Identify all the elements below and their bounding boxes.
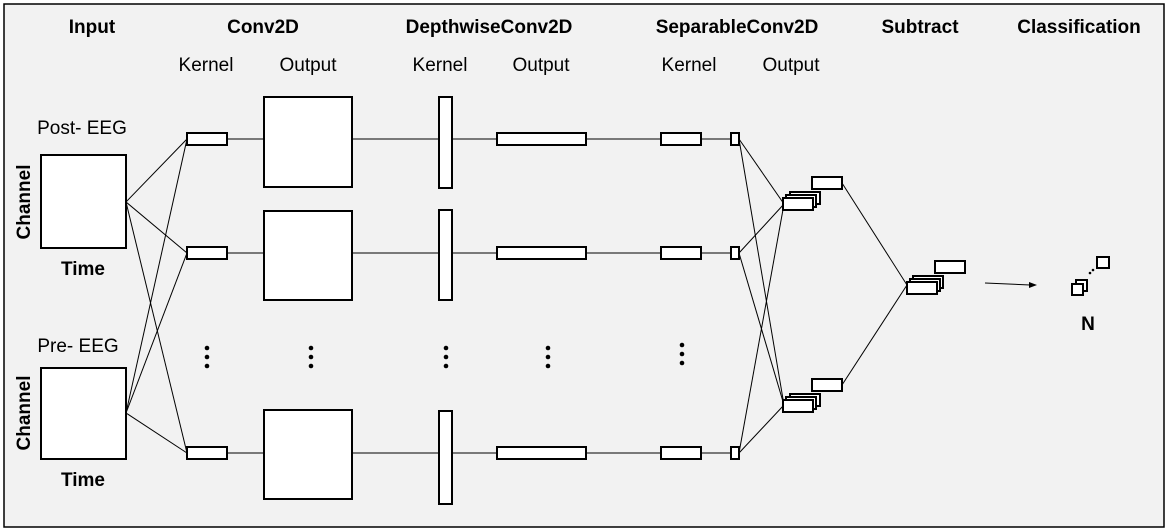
conv-kernel-2	[186, 246, 228, 260]
conv-kernel-1	[186, 132, 228, 146]
conv-output-1	[263, 96, 353, 188]
ellipsis-conv-output	[308, 345, 314, 369]
separable-kernel-n	[660, 446, 702, 460]
header-conv2d: Conv2D	[227, 17, 299, 38]
pre-eeg-channel-axis: Channel	[14, 376, 35, 451]
separable-output-1	[730, 132, 740, 146]
depthwise-kernel-1	[438, 96, 453, 189]
subheader-conv-output: Output	[279, 55, 337, 76]
header-input: Input	[69, 17, 116, 38]
header-separableconv2d: SeparableConv2D	[656, 17, 819, 38]
pre-eeg-time-axis: Time	[61, 470, 105, 491]
separable-output-2	[730, 246, 740, 260]
subheader-depthwise-kernel: Kernel	[413, 55, 468, 76]
subheader-separable-output: Output	[762, 55, 820, 76]
separable-kernel-2	[660, 246, 702, 260]
subheader-conv-kernel: Kernel	[179, 55, 234, 76]
subheader-separable-kernel: Kernel	[662, 55, 717, 76]
conv-output-2	[263, 210, 353, 301]
post-eeg-input-box	[40, 154, 127, 249]
ellipsis-separable-kernel	[679, 342, 685, 366]
subtract-stack-bottom	[782, 378, 843, 413]
depthwise-kernel-n	[438, 410, 453, 505]
separable-output-n	[730, 446, 740, 460]
classification-output-units	[1071, 256, 1110, 296]
pre-eeg-label: Pre- EEG	[37, 336, 118, 357]
ellipsis-depthwise-kernel	[443, 345, 449, 369]
pre-eeg-input-box	[40, 367, 127, 460]
classification-arrow	[984, 282, 1037, 288]
header-classification: Classification	[1017, 17, 1141, 38]
separable-kernel-1	[660, 132, 702, 146]
classification-n-label: N	[1081, 314, 1095, 335]
diagram-background	[3, 3, 1165, 528]
depthwise-output-1	[496, 132, 587, 146]
depthwise-kernel-2	[438, 209, 453, 301]
post-eeg-time-axis: Time	[61, 259, 105, 280]
header-depthwiseconv2d: DepthwiseConv2D	[406, 17, 573, 38]
subtract-stack-top	[782, 176, 843, 211]
connection-lines	[125, 138, 908, 454]
ellipsis-depthwise-output	[545, 345, 551, 369]
post-eeg-label: Post- EEG	[37, 118, 127, 139]
conv-kernel-n	[186, 446, 228, 460]
subtract-merged-stack	[906, 260, 966, 295]
conv-output-n	[263, 409, 353, 500]
depthwise-output-2	[496, 246, 587, 260]
header-subtract: Subtract	[881, 17, 959, 38]
ellipsis-input	[204, 345, 210, 369]
post-eeg-channel-axis: Channel	[14, 165, 35, 240]
depthwise-output-n	[496, 446, 587, 460]
subheader-depthwise-output: Output	[512, 55, 570, 76]
